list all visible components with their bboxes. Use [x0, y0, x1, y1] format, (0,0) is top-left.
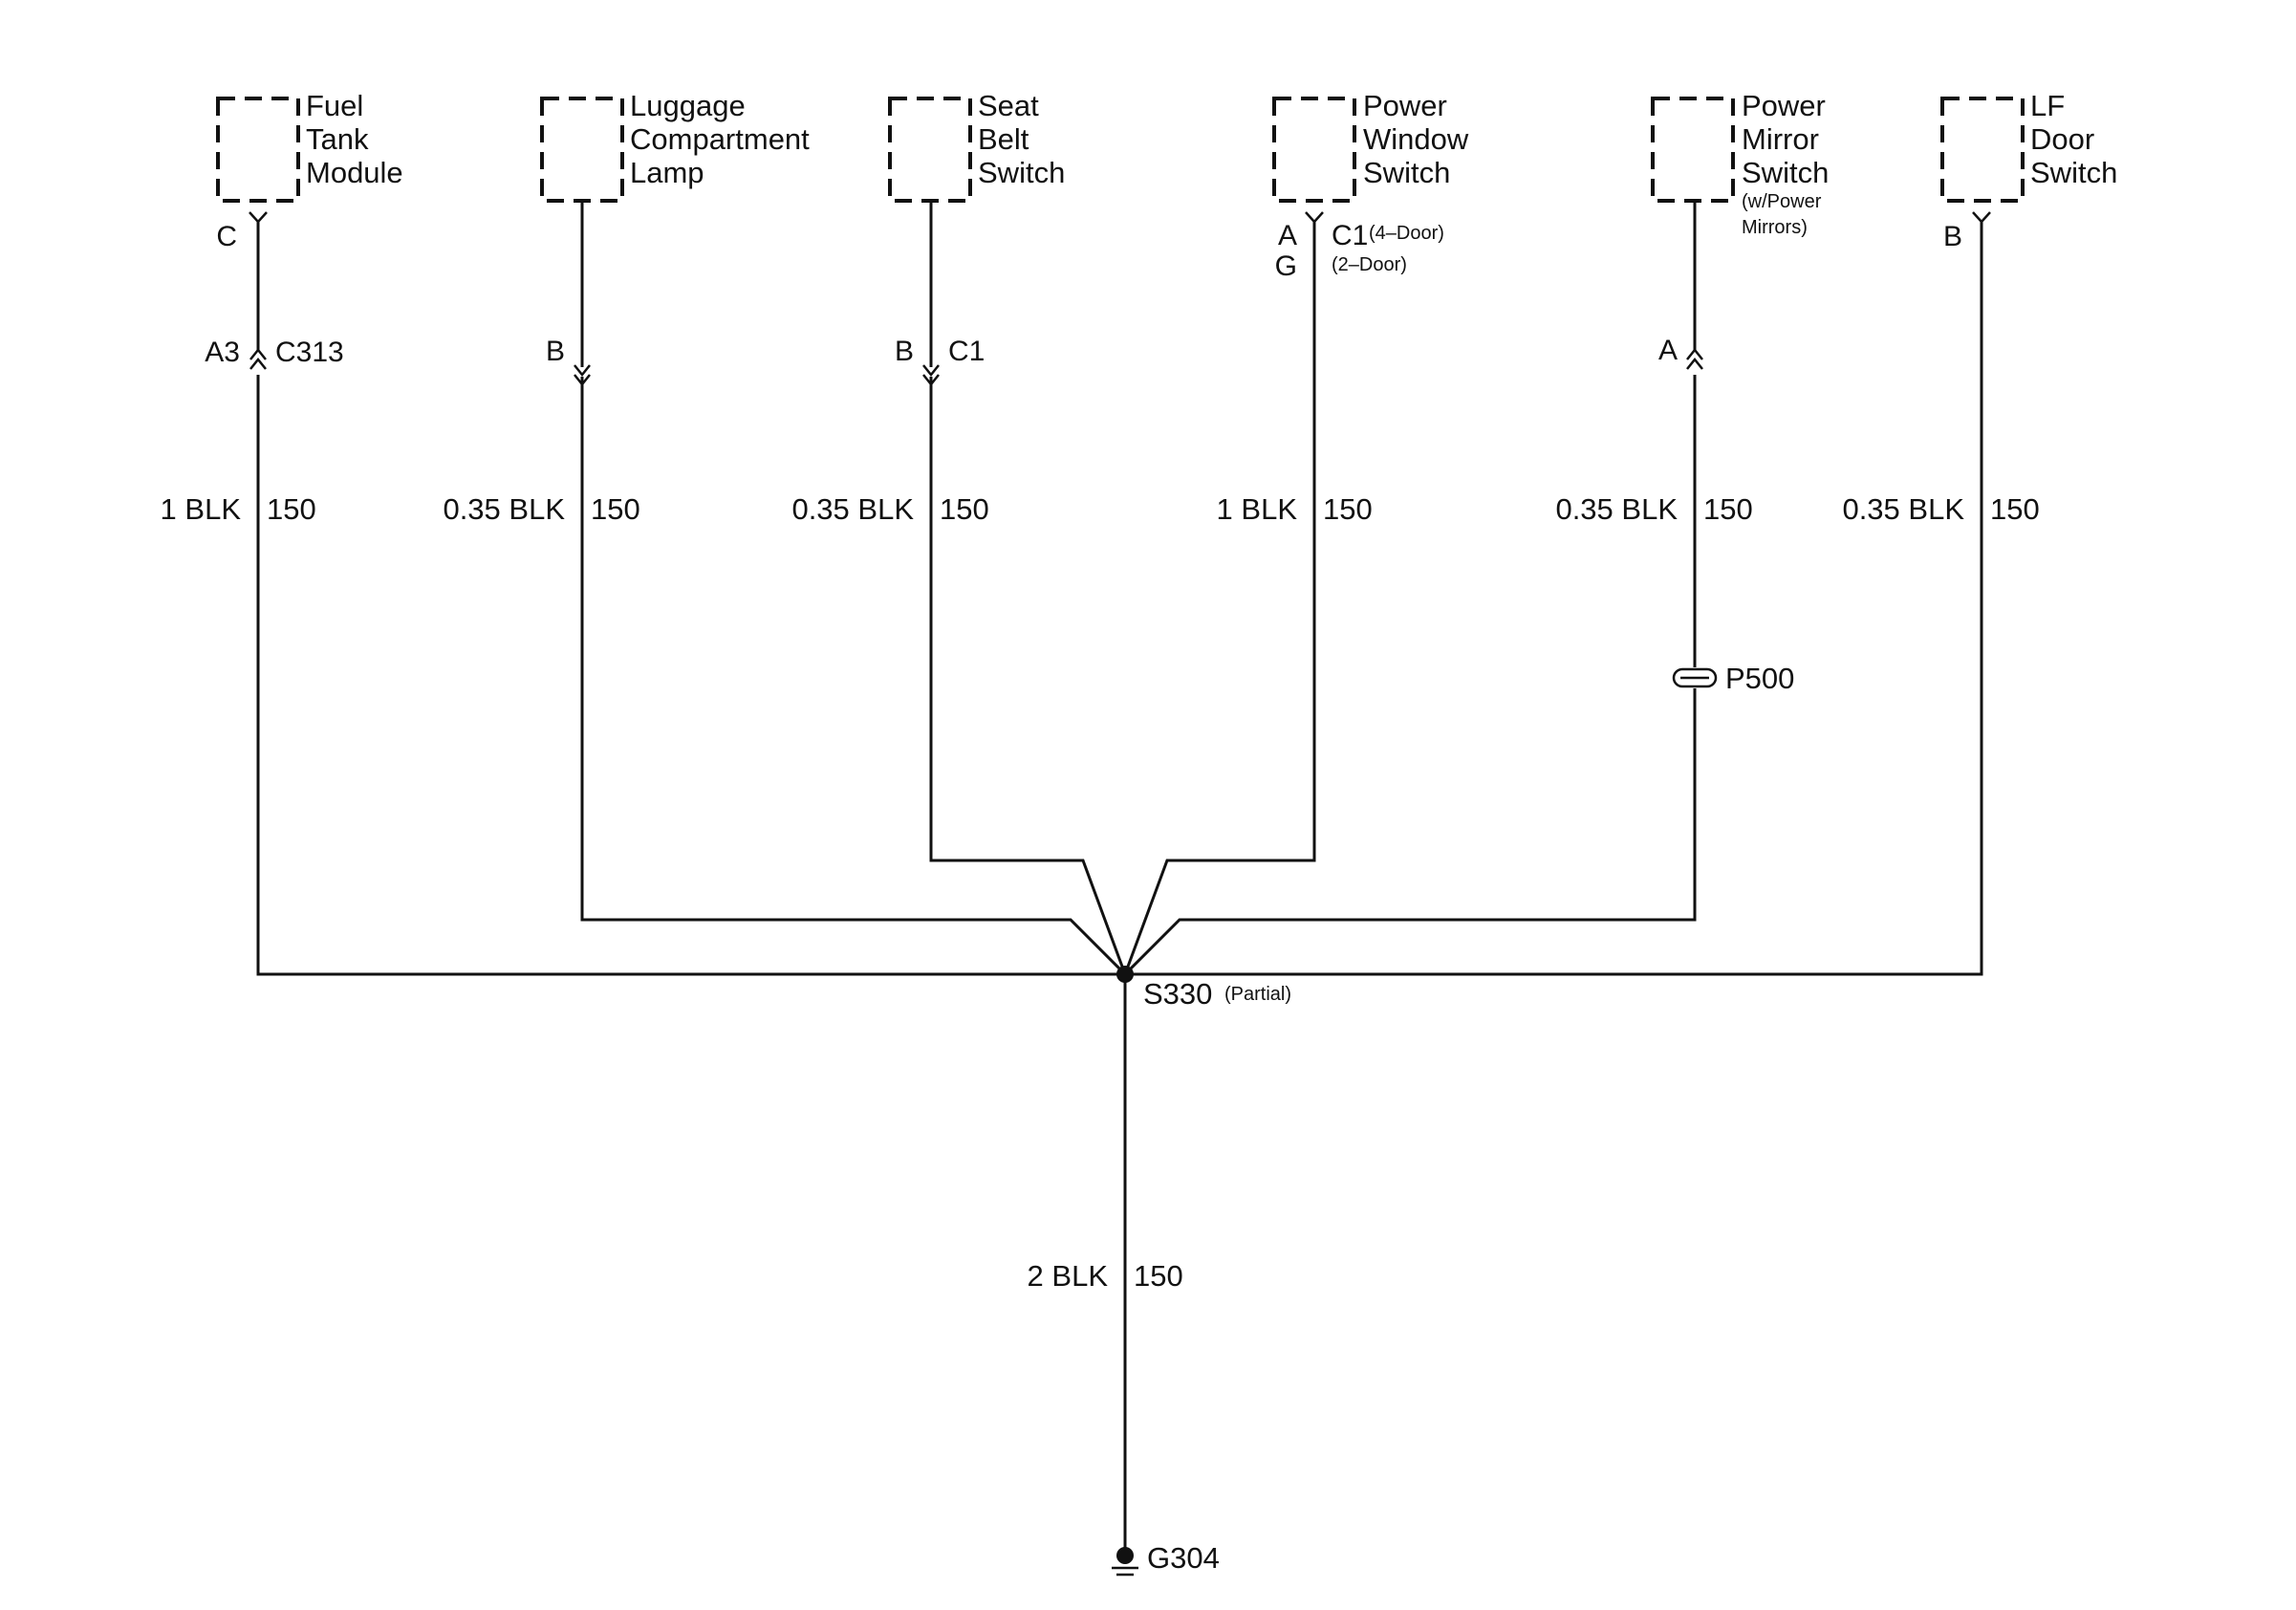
window-wire-gauge: 1 BLK [1217, 492, 1298, 526]
luggage-lamp-label-1: Luggage [630, 89, 746, 122]
c313-connector-icon [249, 347, 267, 370]
fuel-terminal-icon [249, 211, 268, 224]
lf-wire-circuit: 150 [1990, 492, 2040, 526]
luggage-compartment-lamp-component: Luggage Compartment Lamp [540, 89, 810, 203]
lf-door-switch-label-1: LF [2030, 89, 2065, 122]
p500-passthrough-icon [1672, 667, 1718, 688]
fuel-wire-circuit: 150 [267, 492, 316, 526]
luggage-connector-icon [574, 364, 591, 387]
window-terminal-icon [1305, 211, 1324, 224]
fuel-inline-pin: A3 [205, 337, 240, 368]
luggage-lamp-label-3: Lamp [630, 156, 704, 189]
lf-door-switch-label-3: Switch [2030, 156, 2117, 189]
window-note-2door: (2–Door) [1332, 254, 1407, 275]
wire-labels: 1 BLK 150 0.35 BLK 150 0.35 BLK 150 1 BL… [161, 492, 2040, 1293]
window-wire-circuit: 150 [1323, 492, 1373, 526]
power-window-switch-label-3: Switch [1363, 156, 1450, 189]
seat-belt-switch-label-1: Seat [978, 89, 1039, 122]
lf-door-switch-component: LF Door Switch [1940, 89, 2117, 203]
luggage-lamp-label-2: Compartment [630, 122, 810, 156]
window-note-4door: (4–Door) [1369, 223, 1444, 244]
power-mirror-switch-label-1: Power [1742, 89, 1826, 122]
p500-label: P500 [1725, 662, 1794, 695]
power-window-switch-label-2: Window [1363, 122, 1469, 156]
luggage-wire-gauge: 0.35 BLK [443, 492, 565, 526]
seat-belt-switch-component: Seat Belt Switch [888, 89, 1065, 203]
seat-connector-label: C1 [948, 336, 985, 367]
luggage-wire-circuit: 150 [591, 492, 640, 526]
fuel-top-pin: C [216, 221, 237, 252]
s330-note: (Partial) [1224, 984, 1291, 1005]
c313-connector-label: C313 [275, 337, 344, 368]
s330-splice-dot [1116, 966, 1134, 983]
seat-inline-pin: B [895, 336, 914, 367]
lf-wire-gauge: 0.35 BLK [1842, 492, 1964, 526]
lf-door-switch-label-2: Door [2030, 122, 2094, 156]
seat-belt-switch-label-2: Belt [978, 122, 1029, 156]
mirror-connector-icon [1686, 347, 1703, 370]
seat-connector-icon [922, 364, 940, 387]
ground-wire-circuit: 150 [1134, 1259, 1183, 1293]
fuel-tank-module-component: Fuel Tank Module [216, 89, 403, 203]
fuel-wire [256, 222, 1125, 976]
seat-belt-wire [929, 201, 1127, 975]
connector-symbols [249, 211, 1991, 1577]
mirror-inline-pin: A [1658, 335, 1678, 366]
lf-top-pin: B [1943, 221, 1962, 252]
power-mirror-switch-label-3: Switch [1742, 156, 1829, 189]
power-mirror-note-2: Mirrors) [1742, 217, 1808, 238]
power-mirror-switch-label-2: Mirror [1742, 122, 1819, 156]
seat-wire-circuit: 150 [940, 492, 989, 526]
power-window-wire [1123, 222, 1316, 975]
s330-label: S330 [1143, 977, 1212, 1011]
power-window-switch-label-1: Power [1363, 89, 1447, 122]
mirror-wire-gauge: 0.35 BLK [1555, 492, 1678, 526]
window-pin-2door: G [1275, 250, 1297, 282]
power-window-switch-component: Power Window Switch [1272, 89, 1469, 203]
luggage-inline-pin: B [546, 336, 565, 367]
window-pin-4door: A [1278, 220, 1297, 251]
fuel-tank-module-label-2: Tank [306, 122, 369, 156]
lf-door-wire [1125, 222, 1983, 976]
wiring [256, 201, 1983, 1554]
luggage-wire [580, 201, 1127, 976]
window-connector-label: C1 [1332, 220, 1368, 251]
fuel-tank-module-label-3: Module [306, 156, 403, 189]
ground-wire-gauge: 2 BLK [1028, 1259, 1109, 1293]
power-mirror-wire [1123, 201, 1697, 976]
fuel-tank-module-label-1: Fuel [306, 89, 363, 122]
mirror-wire-circuit: 150 [1703, 492, 1753, 526]
power-mirror-note-1: (w/Power [1742, 191, 1822, 212]
fuel-wire-gauge: 1 BLK [161, 492, 242, 526]
pin-labels: C A3 C313 B B C1 A G C1 (4–Door) (2–Door… [205, 220, 1962, 368]
seat-wire-gauge: 0.35 BLK [791, 492, 914, 526]
g304-label: G304 [1147, 1541, 1220, 1575]
g304-ground-icon [1112, 1547, 1138, 1577]
seat-belt-switch-label-3: Switch [978, 156, 1065, 189]
lf-terminal-icon [1972, 211, 1991, 224]
power-mirror-switch-component: Power Mirror Switch (w/Power Mirrors) [1651, 89, 1829, 238]
